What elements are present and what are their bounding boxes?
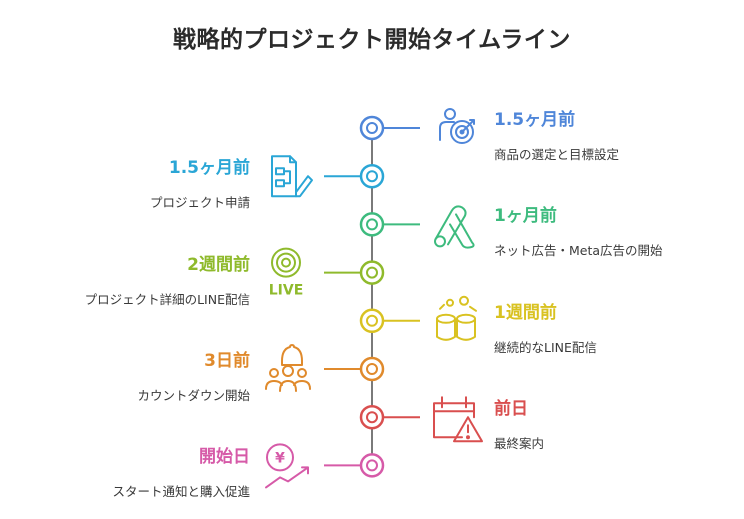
bell-people-icon [265,344,311,392]
timeline-event-7 [359,396,483,443]
timeline-node [359,356,385,382]
event-when: 1週間前 [494,302,557,323]
timeline-node-inner [366,218,378,231]
timeline-event-4: LIVE [269,247,385,299]
timeline-node [359,260,385,285]
event-description: 商品の選定と目標設定 [494,147,620,162]
ads-logo-icon [434,205,475,249]
yen-icon-text: ¥ [275,450,285,466]
cylinders-icon [436,295,477,341]
event-description: 最終案内 [494,436,545,452]
event-when: 3日前 [204,351,250,371]
event-description: プロジェクト申請 [149,195,250,211]
timeline-node [359,163,385,189]
live-icon-text: LIVE [269,283,304,299]
event-description: 継続的なLINE配信 [494,339,597,355]
calendar-warning-icon [433,396,483,443]
timeline-node [359,404,385,430]
timeline-node [359,212,385,237]
timeline-node-inner [366,459,378,472]
page-title: 戦略的プロジェクト開始タイムライン [173,27,571,53]
timeline-event-5 [359,295,477,341]
timeline-event-6 [265,344,385,392]
timeline-node-inner [366,266,378,279]
event-description: ネット広告・Meta広告の開始 [494,243,663,259]
live-broadcast-icon: LIVE [269,247,304,299]
document-edit-icon [271,155,313,198]
event-description: カウントダウン開始 [137,388,250,403]
person-target-icon [439,108,475,144]
timeline-node [359,115,385,141]
event-description: プロジェクト詳細のLINE配信 [84,291,250,307]
timeline-node-inner [366,411,378,424]
timeline-event-8: ¥ [265,443,385,489]
timeline-node-inner [366,363,378,375]
timeline-node [359,453,385,478]
event-when: 2週間前 [187,254,250,275]
timeline-event-2 [271,155,385,198]
event-when: 1.5ヶ月前 [494,110,576,130]
event-when: 1ヶ月前 [494,206,557,227]
event-when: 開始日 [199,447,250,468]
timeline-node-inner [366,170,378,183]
timeline-node-inner [366,314,378,327]
timeline-node-inner [366,122,378,134]
event-when: 1.5ヶ月前 [168,158,250,179]
event-when: 前日 [494,399,528,420]
timeline-event-3 [359,205,475,249]
timeline-node [359,308,385,334]
event-description: スタート通知と購入促進 [112,484,250,500]
yen-growth-icon: ¥ [265,443,309,489]
timeline-event-1 [359,108,475,144]
